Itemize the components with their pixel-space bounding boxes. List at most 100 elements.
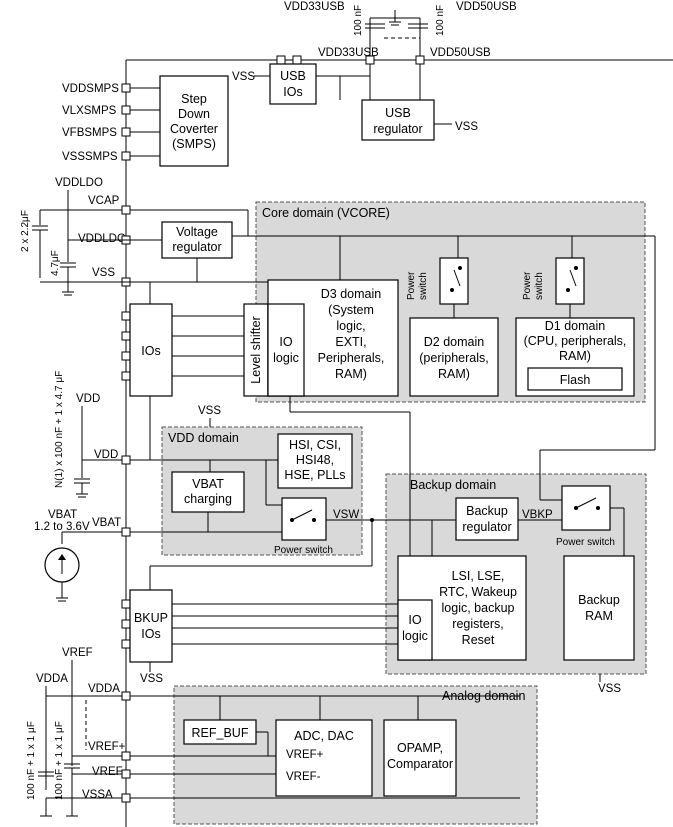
smps-line2: Down [178, 107, 210, 121]
io-logic-core-line1b: IO [279, 335, 292, 349]
bkup-ios-line2: IOs [141, 627, 160, 641]
d1-line1: D1 domain [545, 319, 605, 333]
vsw-label: VSW [333, 509, 359, 521]
io-logic-core-line2b: logic [273, 351, 299, 365]
flash-label: Flash [560, 373, 591, 387]
vcap-cap-label: 2 x 2.2μF [20, 210, 31, 252]
hsi-block [277, 433, 353, 489]
ps-d1-label1: Power [522, 271, 533, 300]
io-logic-backup-line1: IO [408, 613, 421, 627]
vdda-top-label: VDDA [36, 673, 68, 685]
smps-line1: Step [181, 92, 207, 106]
level-shifter-label: Level shifter [249, 316, 263, 383]
vdd-caps-label: N(1) x 100 nF + 1 x 4.7 μF [54, 371, 65, 488]
bkup-ios-block [129, 589, 173, 663]
usb-cap2-label: 100 nF [435, 5, 446, 36]
vlxsmps-label: VLXSMPS [62, 105, 117, 117]
d2-domain-block [409, 317, 499, 397]
hsi-line2: HSI48, [296, 453, 334, 467]
d2-line3: RAM) [438, 367, 470, 381]
d3-line3: logic, [336, 319, 365, 333]
lse-line2: RTC, Wakeup [439, 585, 517, 599]
usb-regulator-line2: regulator [373, 122, 422, 136]
ios-label: IOs [141, 344, 160, 358]
d1-line2: (CPU, peripherals, [524, 334, 627, 348]
bkup-ios-line1: BKUP [134, 611, 168, 625]
backup-domain-label: Backup domain [410, 478, 496, 492]
power-switch-d1 [555, 257, 585, 305]
vdd-domain-vss: VSS [198, 405, 221, 417]
flash-block [527, 367, 623, 391]
usb-ios-block [269, 63, 317, 105]
power-switch-d2 [439, 257, 469, 305]
vref-minus-pin-label: VREF- [92, 766, 127, 778]
d2-line2: (peripherals, [419, 351, 488, 365]
d3-line2: (System [328, 303, 374, 317]
usb-ios-line2: IOs [283, 85, 302, 99]
power-switch-vdd-label: Power switch [274, 545, 333, 556]
vsssmps-label: VSSSMPS [62, 151, 118, 163]
opamp-line1: OPAMP, [397, 741, 443, 755]
hsi-line3: HSE, PLLs [284, 468, 345, 482]
opamp-block [383, 719, 457, 797]
usb-reg-vss: VSS [455, 121, 478, 133]
vdd-label: VDD [94, 449, 118, 461]
ps-d1-label2: switch [534, 272, 545, 300]
vdd33usb-top-label: VDD33USB [284, 1, 345, 13]
vref-top-label: VREF [62, 647, 93, 659]
vbat-top-label: VBAT [48, 509, 77, 521]
vdd33usb-label: VDD33USB [318, 47, 379, 59]
voltage-regulator-line1: Voltage [176, 225, 218, 239]
lse-line4: registers, [452, 617, 503, 631]
smps-block [159, 75, 229, 167]
vref-plus-pin-label: VREF+ [88, 741, 126, 753]
hsi-line1: HSI, CSI, [289, 438, 341, 452]
ref-buf-block [183, 719, 257, 745]
usb-cap1-label: 100 nF [353, 5, 364, 36]
adc-vref-minus-label: VREF- [286, 771, 321, 783]
smps-line4: (SMPS) [172, 137, 216, 151]
vdda-label: VDDA [88, 683, 120, 695]
backup-domain-vss: VSS [598, 683, 621, 695]
voltage-regulator-line2: regulator [172, 240, 221, 254]
adc-dac-block [275, 719, 373, 797]
d3-line4: EXTI, [335, 335, 366, 349]
vssa-label: VSSA [82, 789, 113, 801]
usb-ios-vss: VSS [232, 71, 255, 83]
backup-regulator-line1: Backup [466, 504, 508, 518]
vdd-top-label: VDD [76, 393, 100, 405]
ps-d2-label1: Power [406, 271, 417, 300]
vdd50usb-label: VDD50USB [430, 47, 491, 59]
d1-line3: RAM) [559, 349, 591, 363]
level-shifter-block [243, 303, 269, 397]
vss-core-label: VSS [92, 267, 115, 279]
vbat-range-label: 1.2 to 3.6V [34, 521, 90, 533]
backup-regulator-block [455, 497, 519, 541]
io-logic-backup-line2: logic [402, 629, 428, 643]
d2-line1: D2 domain [424, 335, 484, 349]
vddsmps-label: VDDSMPS [62, 83, 119, 95]
opamp-line2: Comparator [387, 757, 453, 771]
vcap-label: VCAP [88, 195, 120, 207]
vbkp-label: VBKP [522, 509, 553, 521]
vfbsmps-label: VFBSMPS [62, 127, 117, 139]
power-switch-vdd [281, 497, 327, 541]
d3-line1: D3 domain [321, 287, 381, 301]
power-switch-backup [561, 485, 611, 531]
vbat-label: VBAT [92, 517, 121, 529]
adc-vref-plus-label: VREF+ [286, 749, 324, 761]
bkup-vss: VSS [140, 673, 163, 685]
lse-line3: logic, backup [442, 601, 515, 615]
lse-line1: LSI, LSE, [452, 569, 505, 583]
vref-caps-label: 100 nF + 1 x 1 μF [54, 721, 65, 800]
adc-dac-label: ADC, DAC [294, 729, 354, 743]
vdd50usb-top-label: VDD50USB [456, 1, 517, 13]
d3-line6: RAM) [335, 367, 367, 381]
usb-ios-line1: USB [280, 69, 306, 83]
vdda-caps-label: 100 nF + 1 x 1 μF [26, 721, 37, 800]
core-domain-label: Core domain (VCORE) [262, 206, 390, 220]
ref-buf-label: REF_BUF [192, 726, 249, 740]
io-logic-backup-block [397, 599, 433, 661]
vddldo-label: VDDLDO [78, 233, 126, 245]
